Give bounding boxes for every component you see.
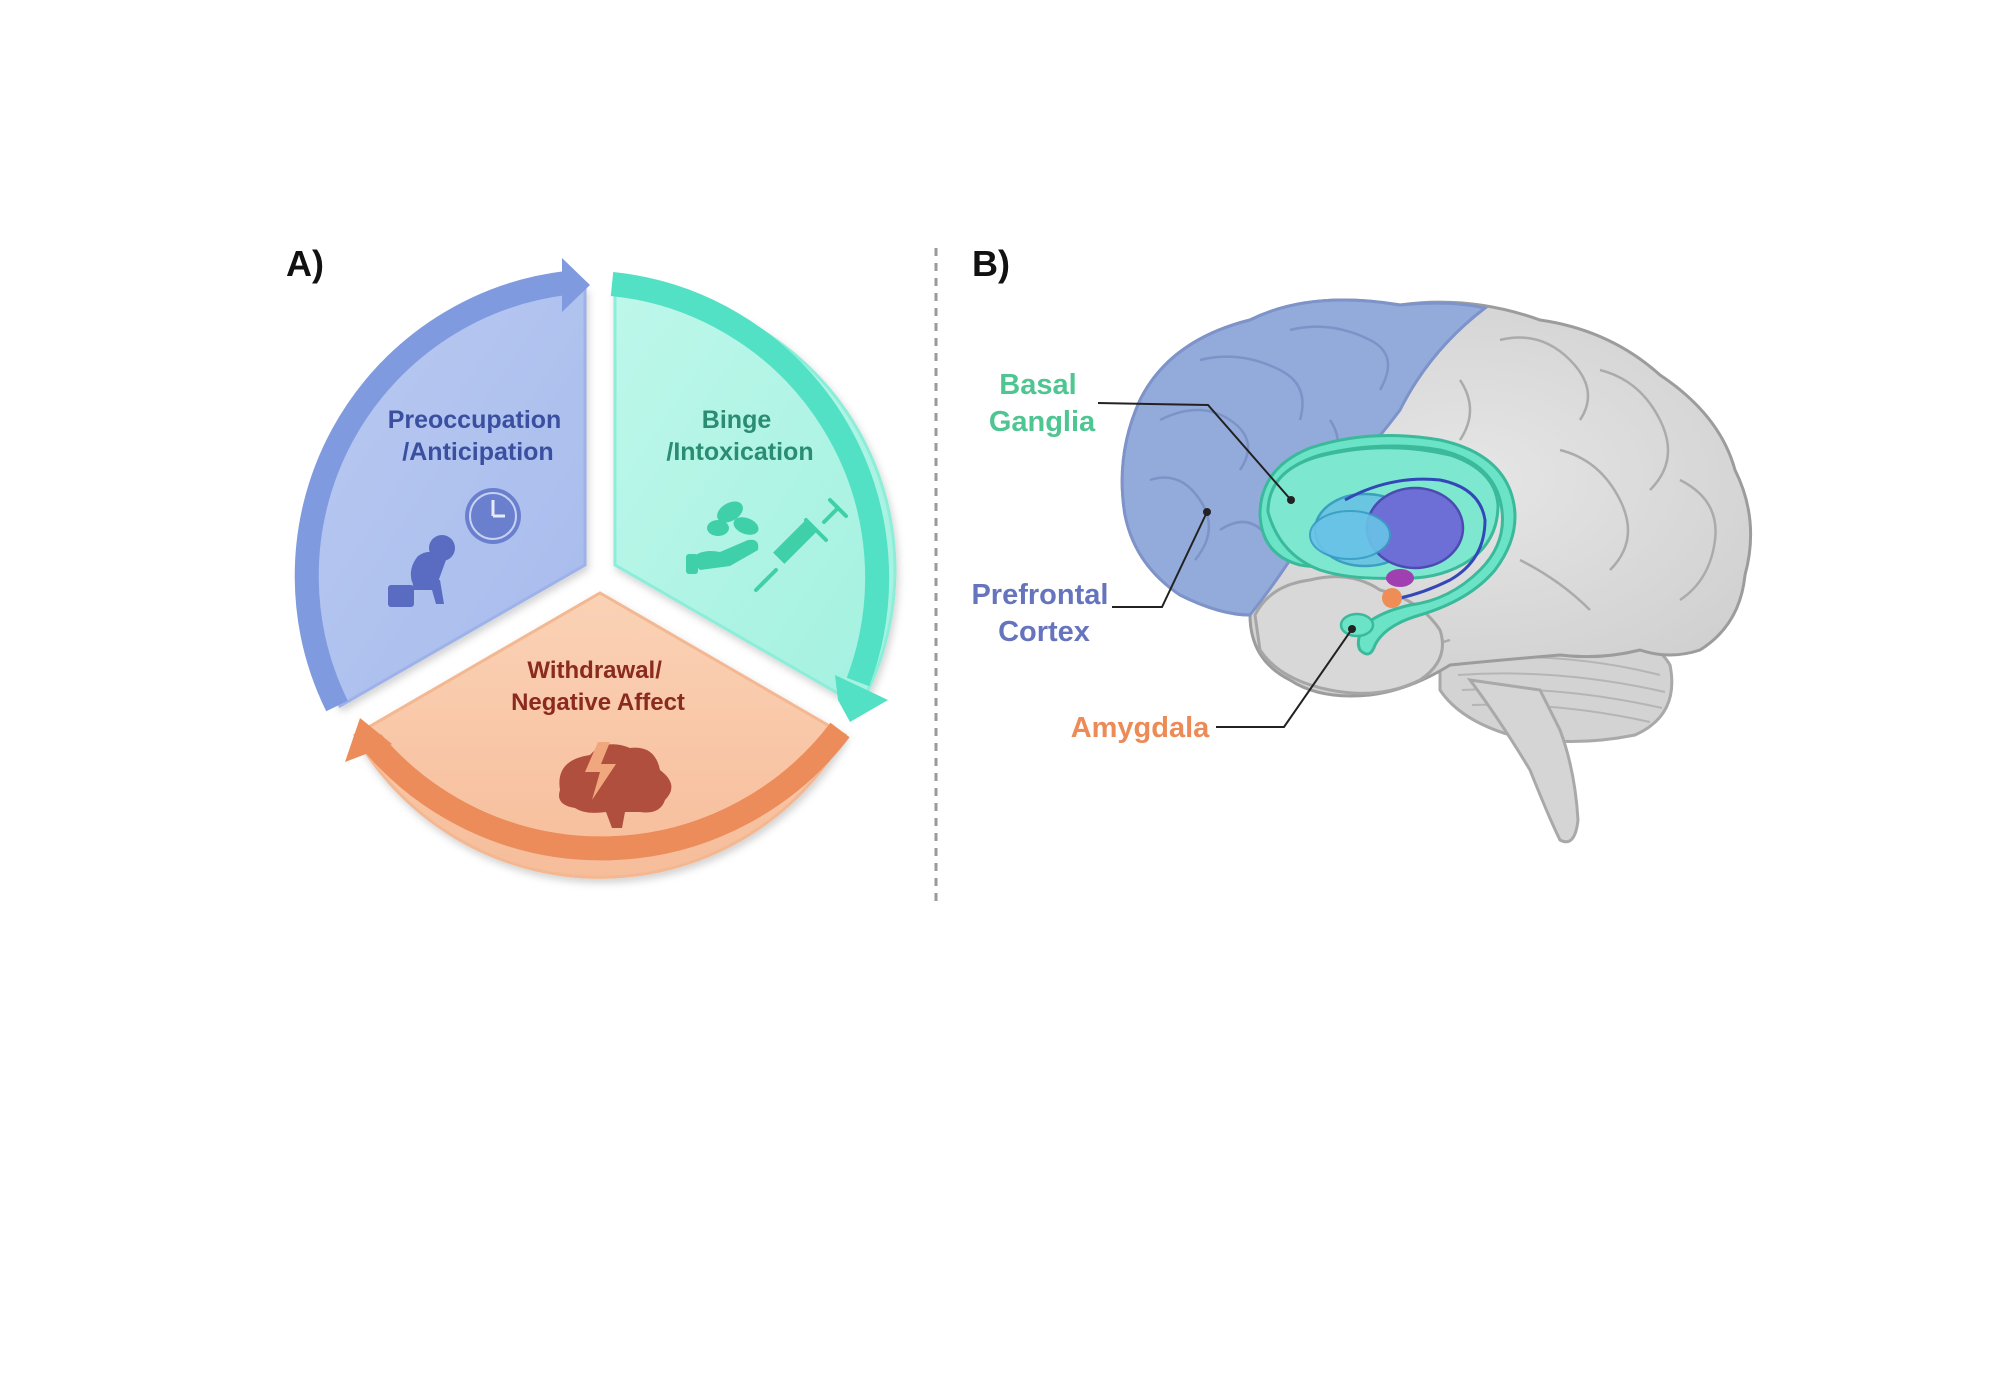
fornix (1344, 477, 1487, 602)
brain-illustration (1120, 298, 1753, 844)
prefrontal-leader (1112, 511, 1208, 608)
pills-in-hand-icon (686, 501, 759, 574)
withdrawal-line2: Negative Affect (511, 689, 685, 716)
amygdala-leader (1216, 628, 1353, 728)
hippocampus-tail (1339, 612, 1375, 638)
clock-icon (465, 488, 521, 544)
mammillary-purple (1386, 569, 1414, 587)
cycle-arrows (294, 258, 890, 861)
withdrawal-label: Withdrawal/ Negative Affect (511, 657, 685, 716)
basal-ganglia-label: Basal Ganglia (989, 369, 1096, 438)
basal-ganglia (1258, 434, 1517, 656)
brainstem (1466, 678, 1580, 844)
basal-ganglia-line1: Basal (999, 369, 1076, 401)
teal-arrowhead (835, 675, 888, 722)
globus-pallidus (1309, 510, 1391, 560)
teal-cycle-arrow (610, 272, 890, 687)
binge-line1: Binge (702, 406, 772, 434)
preoccupation-line2: /Anticipation (402, 438, 553, 466)
orange-cycle-arrow (362, 722, 850, 861)
panel-a-label: A) (286, 243, 324, 284)
preoccupation-line1: Preoccupation (388, 406, 562, 434)
blue-cycle-arrow (294, 271, 568, 712)
brain-lightning-icon (559, 742, 672, 828)
syringe-icon (754, 498, 848, 592)
orange-arrowhead (345, 718, 392, 762)
panel-b-label: B) (972, 243, 1010, 284)
withdrawal-line1: Withdrawal/ (527, 657, 662, 684)
blue-arrowhead (562, 258, 590, 312)
prefrontal-line1: Prefrontal (971, 579, 1108, 611)
preoccupation-label: Preoccupation /Anticipation (388, 406, 569, 466)
amygdala-label: Amygdala (1071, 712, 1210, 744)
binge-label: Binge /Intoxication (666, 406, 813, 466)
binge-line2: /Intoxication (666, 438, 813, 466)
prefrontal-label: Prefrontal Cortex (971, 579, 1116, 648)
basal-ganglia-line2: Ganglia (989, 406, 1096, 438)
distressed-person-icon (388, 535, 455, 607)
prefrontal-line2: Cortex (998, 616, 1090, 648)
basal-ganglia-leader (1097, 402, 1292, 501)
addiction-cycle-diagram (303, 286, 897, 879)
withdrawal-sector (352, 591, 848, 879)
leader-lines (1097, 402, 1356, 728)
amygdala-node (1382, 588, 1402, 608)
